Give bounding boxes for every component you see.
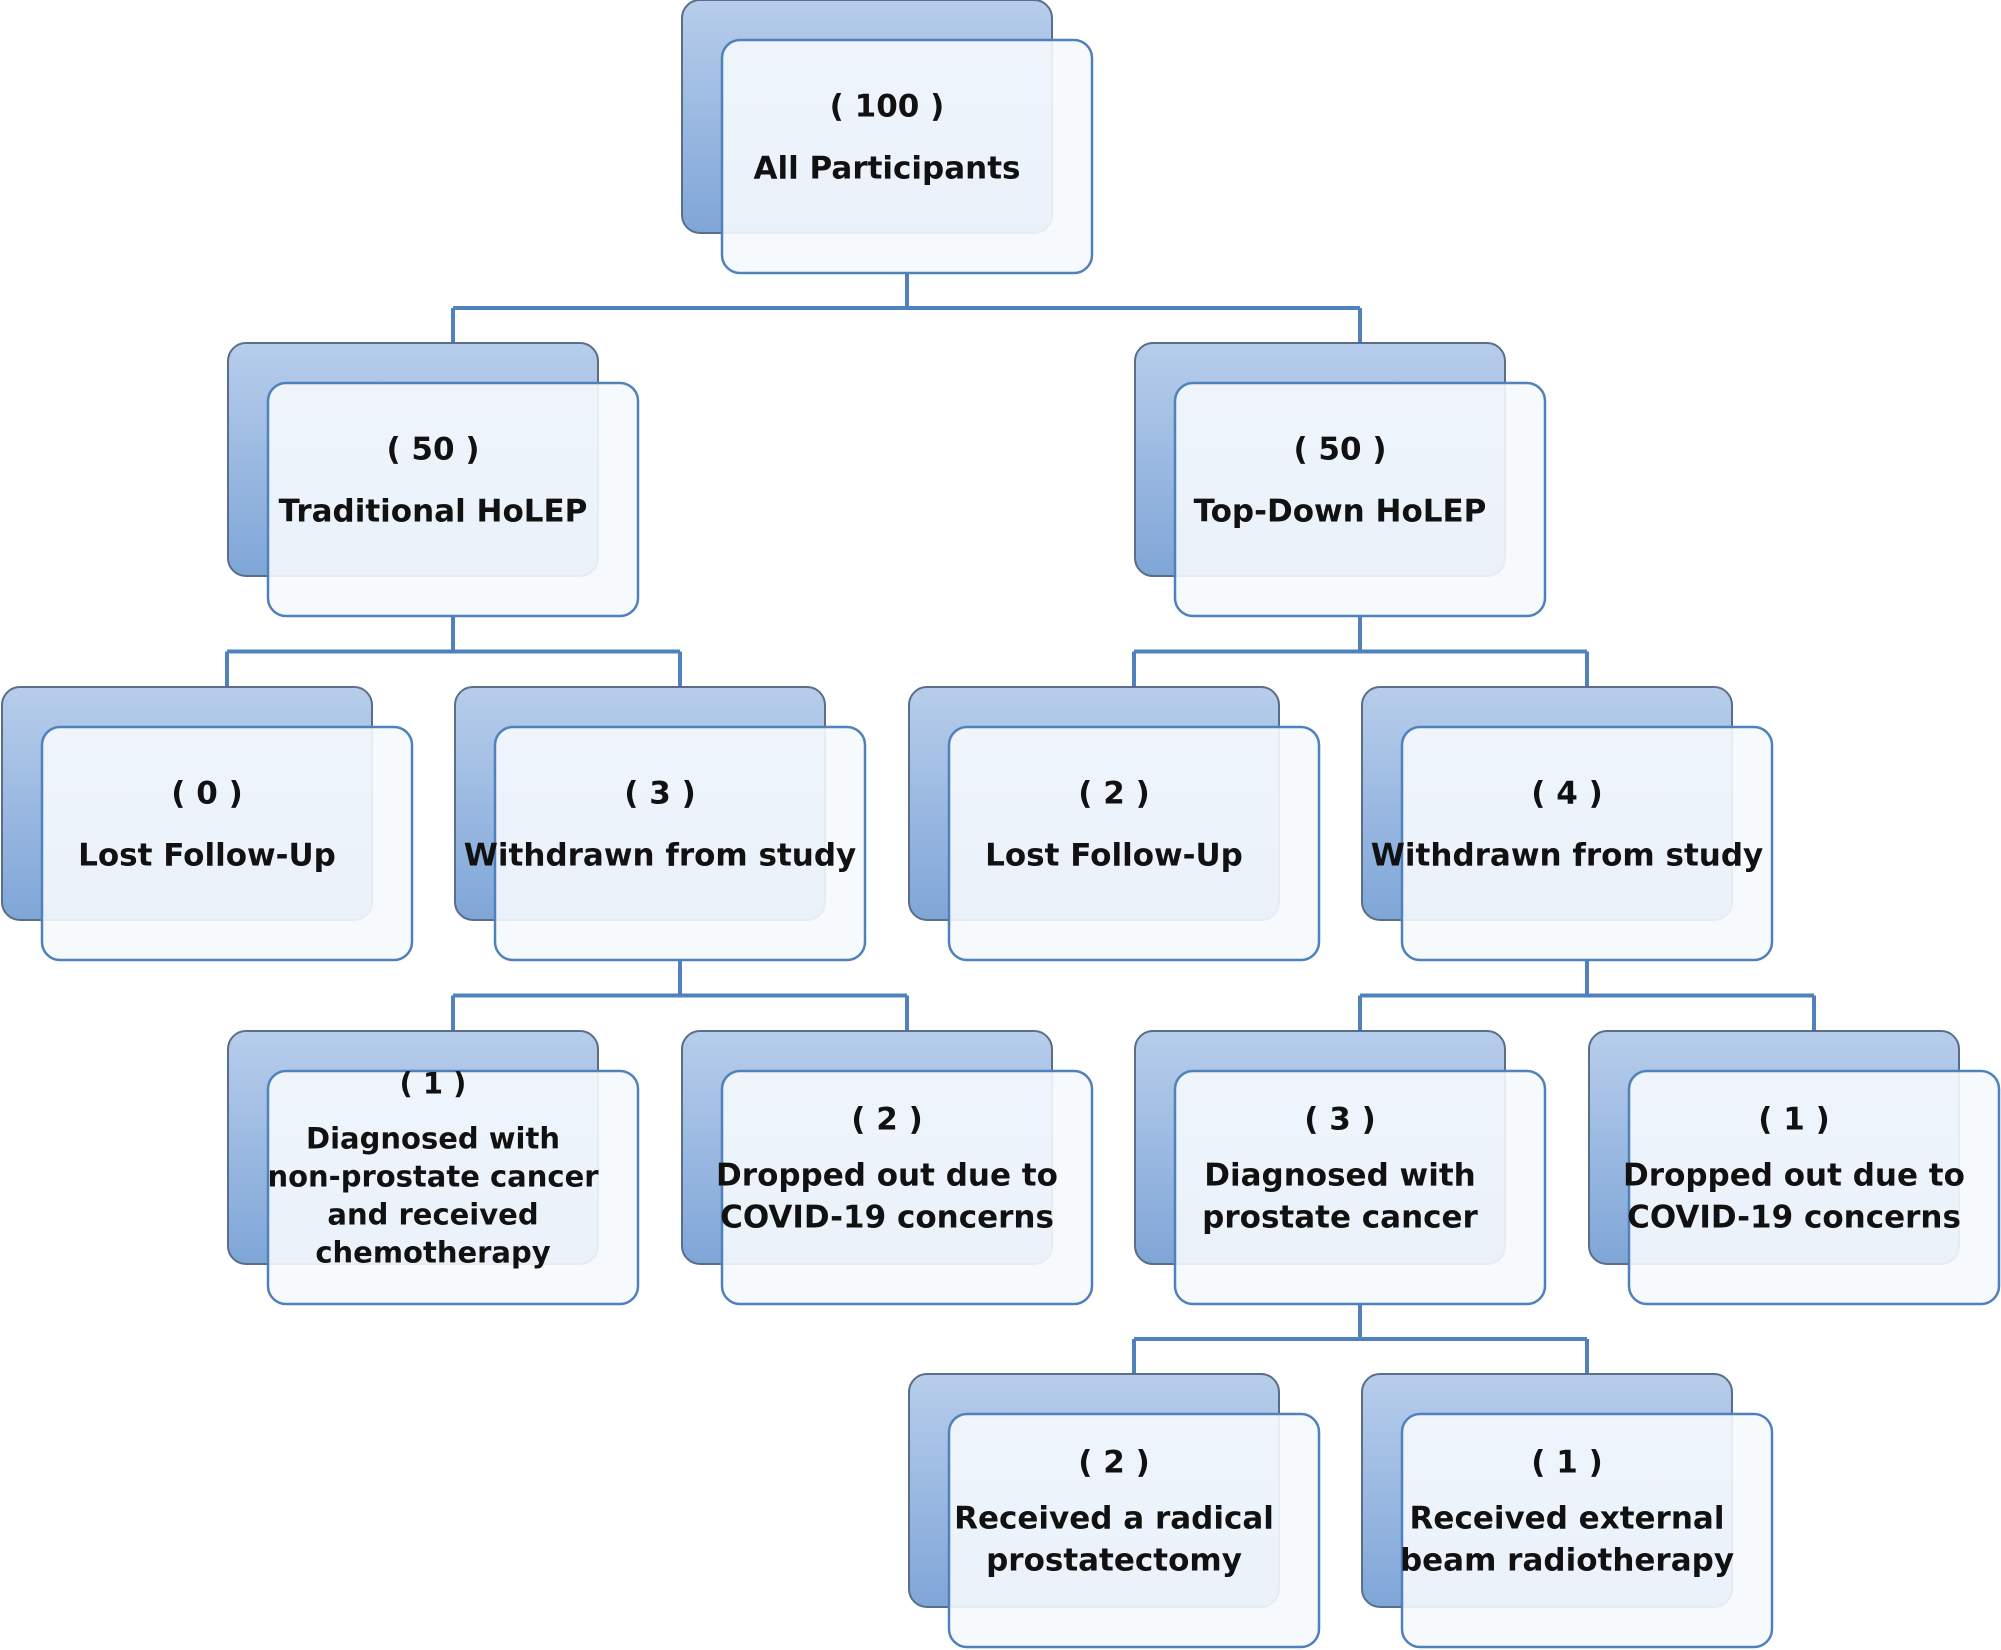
node-label-line: Withdrawn from study [464, 838, 857, 874]
node-box [947, 1412, 1321, 1649]
node-box [1627, 1069, 2001, 1306]
node-label-line: non-prostate cancer [267, 1159, 599, 1193]
node-trad-nonprostate: ( 1 ) Diagnosed with non-prostate cancer an… [227, 1030, 640, 1306]
node-box [266, 1069, 640, 1306]
node-label-line: Received external [1410, 1501, 1725, 1537]
node-label-line: Diagnosed with [306, 1121, 560, 1155]
node-label-line: and received [327, 1197, 538, 1231]
node-count: ( 1 ) [1531, 1445, 1603, 1481]
node-label-line: Traditional HoLEP [279, 494, 588, 530]
node-topdown: ( 50 ) Top-Down HoLEP [1134, 342, 1547, 618]
node-box [493, 725, 867, 962]
connector-td-withdrawn [1358, 960, 1816, 1031]
node-box [1173, 381, 1547, 618]
node-td-prostate: ( 3 ) Diagnosed with prostate cancer [1134, 1030, 1547, 1306]
connector-traditional [225, 616, 682, 687]
connector-all [451, 273, 1362, 343]
node-count: ( 1 ) [1758, 1102, 1830, 1138]
node-box [1400, 725, 1774, 962]
node-td-radiotherapy: ( 1 ) Received external beam radiotherapy [1361, 1373, 1774, 1649]
node-td-withdrawn: ( 4 ) Withdrawn from study [1361, 686, 1774, 962]
node-trad-withdrawn: ( 3 ) Withdrawn from study [454, 686, 867, 962]
node-label-line: beam radiotherapy [1400, 1543, 1734, 1579]
node-label-line: COVID-19 concerns [720, 1200, 1054, 1236]
connector-topdown [1132, 616, 1589, 687]
node-box [1173, 1069, 1547, 1306]
connector-td-prostate [1132, 1304, 1589, 1374]
node-label-line: All Participants [753, 151, 1020, 187]
node-label-line: COVID-19 concerns [1627, 1200, 1961, 1236]
node-count: ( 4 ) [1531, 776, 1603, 812]
connector-trad-withdrawn [451, 960, 909, 1031]
node-trad-lost: ( 0 ) Lost Follow-Up [1, 686, 414, 962]
node-count: ( 50 ) [1293, 432, 1386, 468]
node-count: ( 2 ) [851, 1102, 923, 1138]
node-count: ( 2 ) [1078, 1445, 1150, 1481]
node-count: ( 1 ) [400, 1066, 467, 1100]
node-box [947, 725, 1321, 962]
node-label-line: chemotherapy [315, 1235, 550, 1269]
node-count: ( 3 ) [624, 776, 696, 812]
node-td-lost: ( 2 ) Lost Follow-Up [908, 686, 1321, 962]
connector-lines [225, 273, 1816, 1374]
node-label-line: Dropped out due to [1623, 1158, 1965, 1194]
node-label-line: Lost Follow-Up [78, 838, 336, 874]
node-td-radical: ( 2 ) Received a radical prostatectomy [908, 1373, 1321, 1649]
node-label-line: Diagnosed with [1204, 1158, 1475, 1194]
node-traditional: ( 50 ) Traditional HoLEP [227, 342, 640, 618]
node-count: ( 0 ) [171, 776, 243, 812]
node-label-line: prostate cancer [1202, 1200, 1478, 1236]
node-label-line: Withdrawn from study [1371, 838, 1764, 874]
node-all: ( 100 ) All Participants [681, 0, 1094, 275]
node-box [266, 381, 640, 618]
node-label-line: Lost Follow-Up [985, 838, 1243, 874]
node-box [40, 725, 414, 962]
node-label-line: prostatectomy [986, 1543, 1242, 1579]
node-label-line: Dropped out due to [716, 1158, 1058, 1194]
node-box [1400, 1412, 1774, 1649]
node-trad-covid: ( 2 ) Dropped out due to COVID-19 concerns [681, 1030, 1094, 1306]
node-label-line: Top-Down HoLEP [1194, 494, 1487, 530]
node-count: ( 50 ) [386, 432, 479, 468]
node-box [720, 1069, 1094, 1306]
node-box [720, 38, 1094, 275]
node-count: ( 3 ) [1304, 1102, 1376, 1138]
node-label-line: Received a radical [954, 1501, 1274, 1537]
node-td-covid: ( 1 ) Dropped out due to COVID-19 concerns [1588, 1030, 2001, 1306]
node-count: ( 100 ) [830, 89, 945, 125]
node-count: ( 2 ) [1078, 776, 1150, 812]
